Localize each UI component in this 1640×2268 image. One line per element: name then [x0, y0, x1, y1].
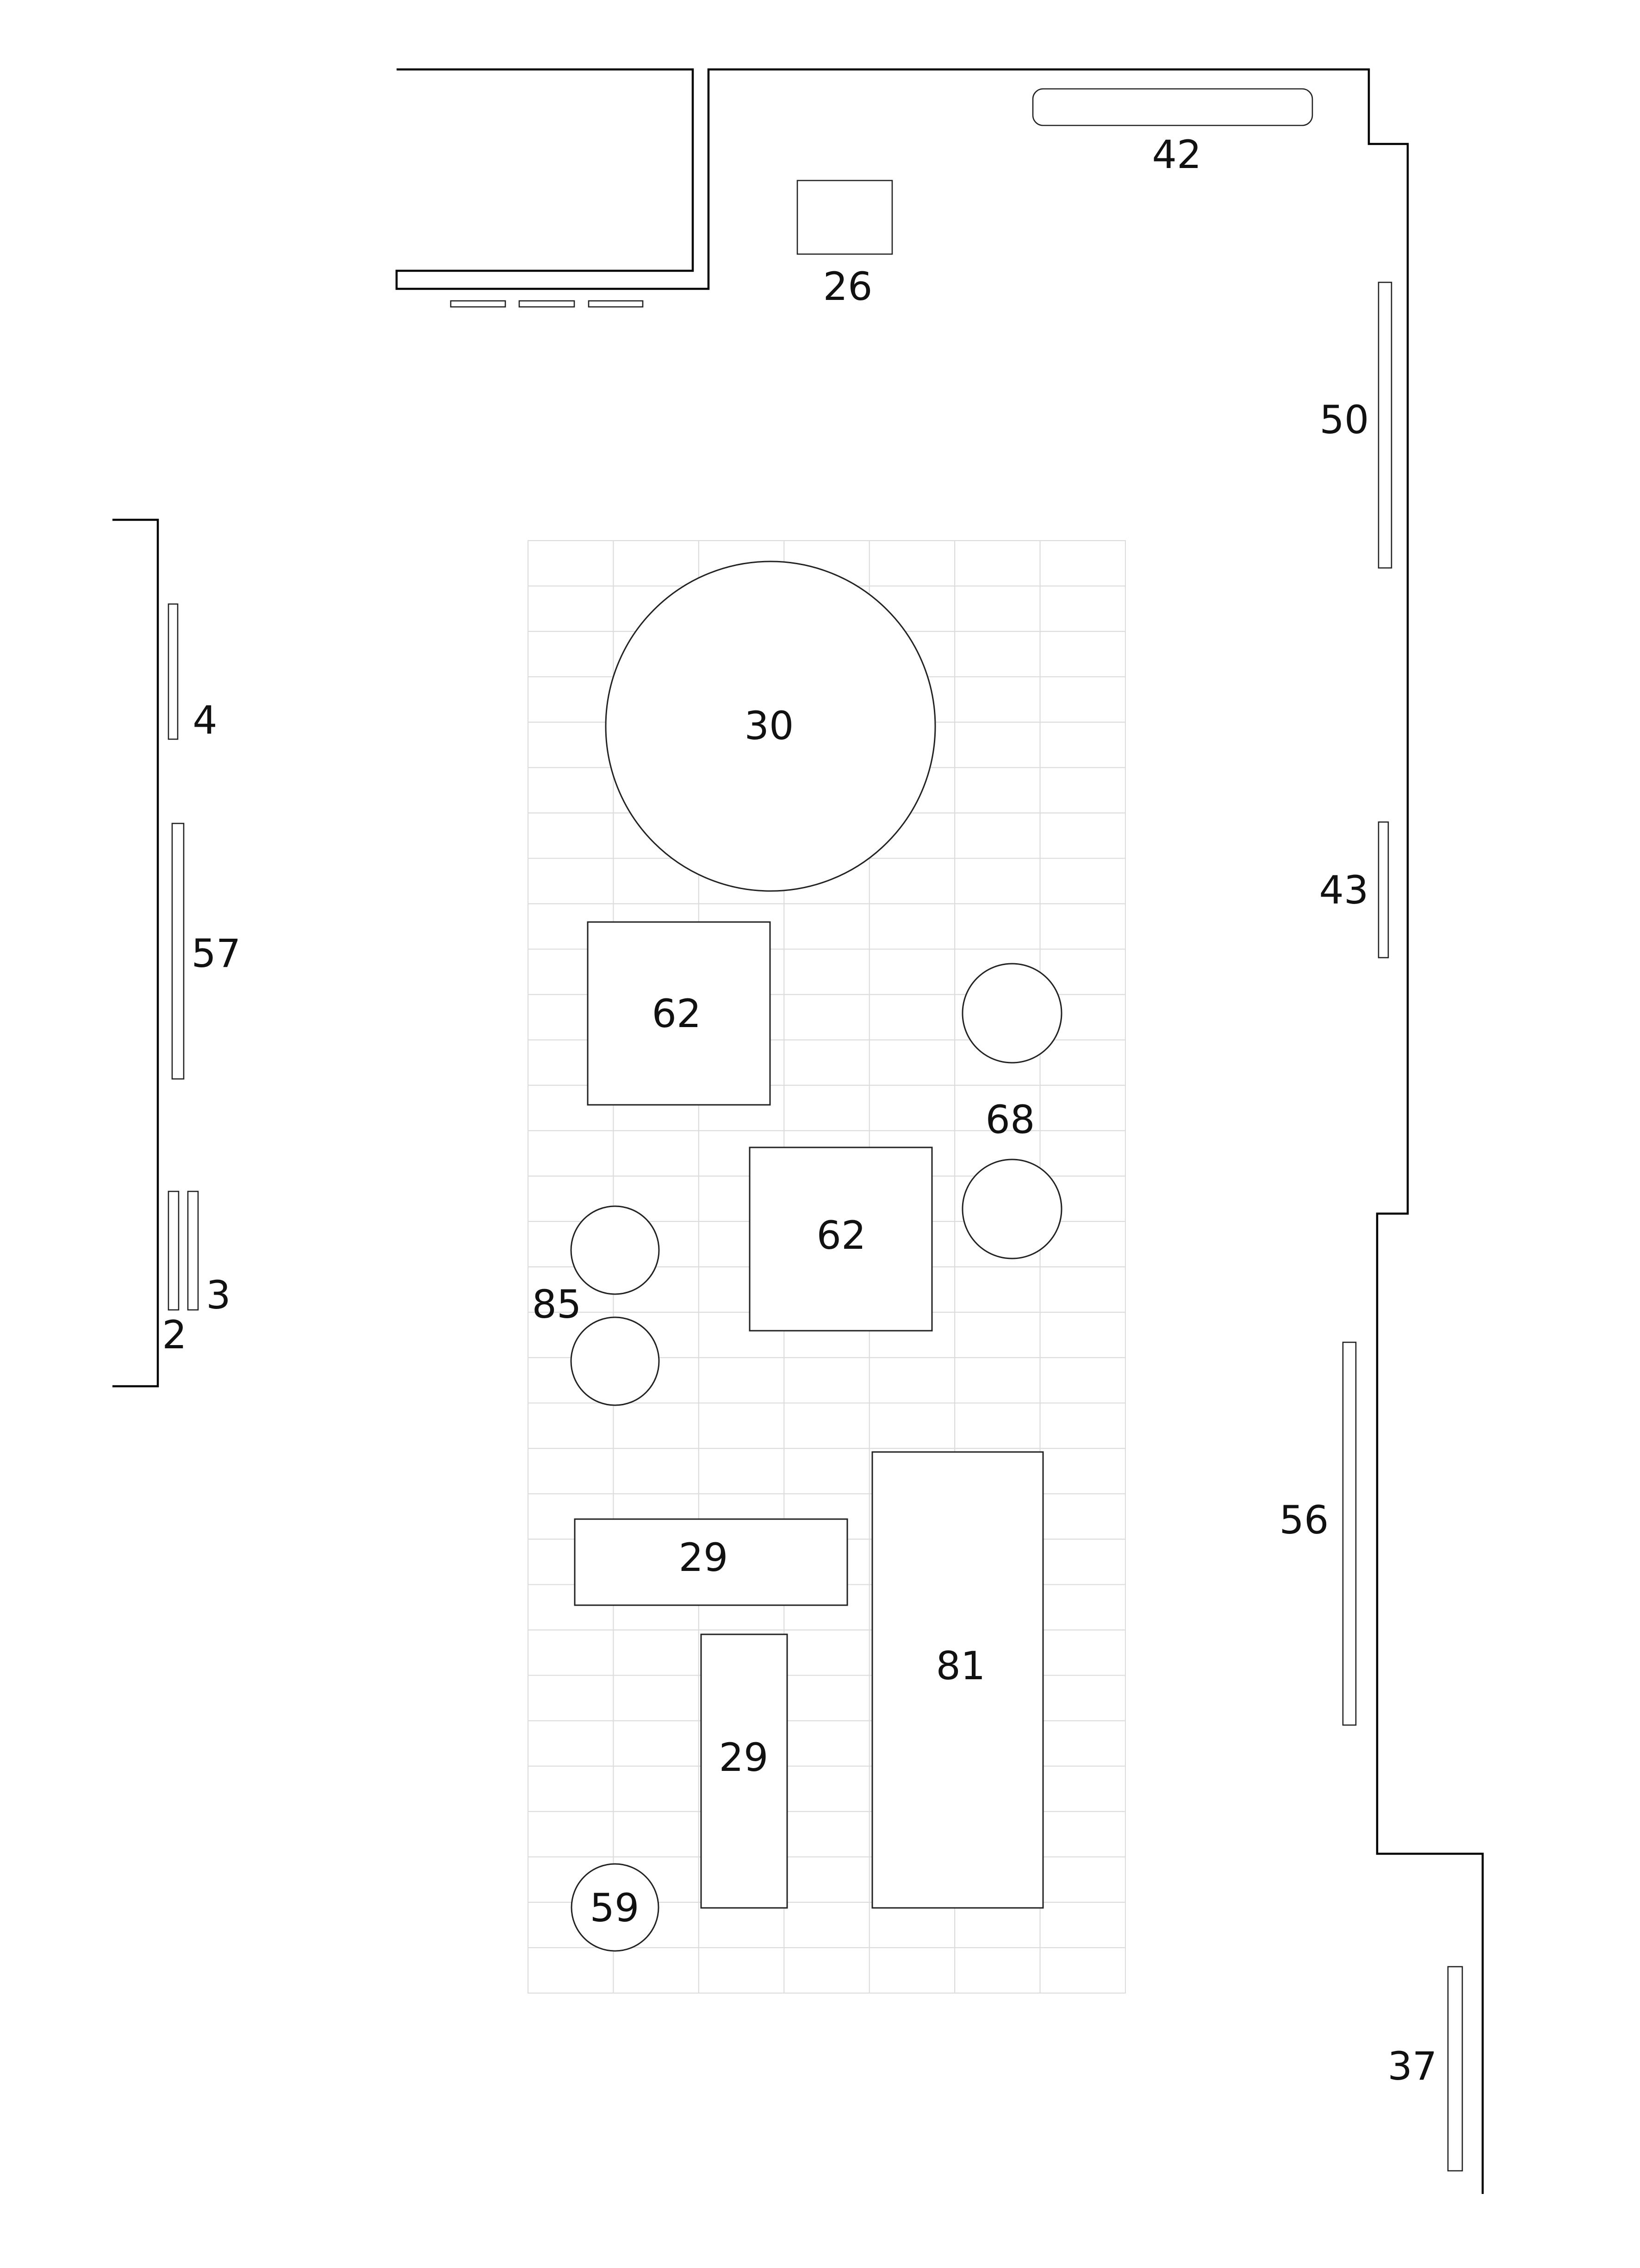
vent-3 [588, 300, 644, 308]
label-42: 42 [1152, 132, 1202, 177]
label-29-vertical: 29 [719, 1735, 769, 1780]
label-37: 37 [1388, 2044, 1437, 2089]
label-43: 43 [1319, 867, 1369, 913]
left-wall [112, 518, 159, 1388]
item-50-panel [1378, 281, 1392, 569]
item-43-panel [1378, 821, 1389, 959]
vents [450, 300, 644, 308]
label-62-bottom: 62 [817, 1213, 866, 1258]
item-4-panel [168, 603, 179, 740]
label-85: 85 [532, 1282, 582, 1327]
vent-2 [518, 300, 575, 308]
label-4: 4 [193, 698, 217, 743]
vent-1 [450, 300, 506, 308]
item-62-bottom-table [749, 1146, 933, 1332]
label-29-horizontal: 29 [679, 1535, 728, 1580]
item-85-stool-bottom [570, 1316, 660, 1406]
item-3-panel [187, 1190, 199, 1311]
item-68-stool-top [962, 963, 1062, 1064]
item-29-vertical-bench [700, 1633, 788, 1909]
label-26: 26 [823, 264, 873, 309]
item-26-box [796, 180, 893, 255]
item-42-bench [1032, 88, 1313, 126]
item-30-round-table [605, 561, 936, 892]
item-37-panel [1447, 1966, 1463, 2172]
item-85-stool-top [570, 1205, 660, 1295]
label-68: 68 [986, 1097, 1035, 1142]
walls [112, 68, 1484, 2194]
label-3: 3 [206, 1272, 230, 1318]
item-2-panel [168, 1190, 180, 1311]
item-68-stool-bottom [962, 1159, 1062, 1259]
top-left-room-wall [395, 68, 1484, 2194]
item-81-long-table [871, 1451, 1044, 1909]
label-62-top: 62 [652, 991, 702, 1036]
label-56: 56 [1280, 1497, 1329, 1543]
item-56-panel [1342, 1341, 1357, 1726]
label-2: 2 [162, 1312, 186, 1358]
label-30: 30 [745, 703, 794, 748]
item-57-panel [171, 822, 185, 1080]
item-59-planter [571, 1863, 659, 1952]
item-29-horizontal-bench [574, 1518, 848, 1606]
label-57: 57 [192, 931, 241, 976]
label-59: 59 [590, 1885, 640, 1931]
label-50: 50 [1320, 397, 1369, 442]
item-62-top-table [587, 921, 771, 1106]
label-81: 81 [936, 1643, 986, 1689]
